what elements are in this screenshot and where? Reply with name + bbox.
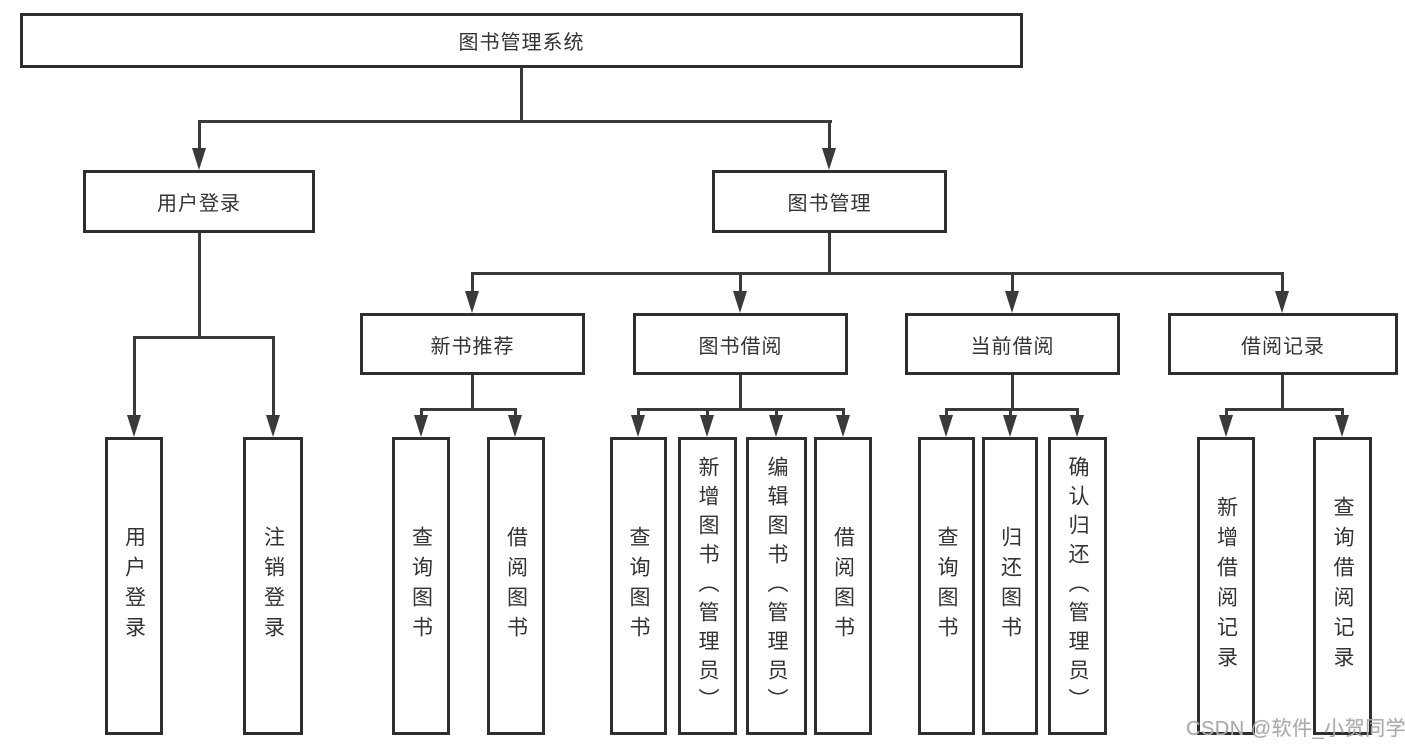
leaf-label: 新增借阅记录	[1214, 496, 1238, 676]
leaf-label: 查询图书	[627, 526, 650, 646]
connector-segment	[514, 408, 517, 418]
connector-segment	[706, 408, 709, 418]
node-label: 图书管理	[787, 193, 872, 215]
connector-segment	[198, 120, 832, 123]
leaf-logout: 注销登录	[243, 437, 303, 735]
leaf-label: 编辑图书（管理员）	[765, 455, 788, 717]
leaf-label: 归还图书	[998, 526, 1022, 646]
leaf-label: 借阅图书	[504, 526, 528, 646]
leaf-edit-books-admin: 编辑图书（管理员）	[746, 437, 807, 735]
arrow-down-icon	[769, 415, 783, 437]
node-book-management: 图书管理	[712, 170, 947, 233]
connector-segment	[1009, 408, 1012, 418]
leaf-user-login: 用户登录	[105, 437, 163, 735]
connector-segment	[1341, 408, 1344, 418]
connector-segment	[420, 408, 423, 418]
node-label: 图书借阅	[698, 335, 783, 358]
node-label: 用户登录	[157, 193, 241, 215]
arrow-down-icon	[1003, 415, 1017, 437]
connector-segment	[133, 336, 136, 418]
arrow-down-icon	[465, 291, 479, 313]
leaf-query-books-current: 查询图书	[918, 437, 975, 735]
connector-segment	[471, 375, 474, 411]
connector-segment	[471, 272, 474, 294]
arrow-down-icon	[836, 415, 850, 437]
connector-segment	[198, 120, 201, 152]
connector-segment	[272, 336, 275, 418]
leaf-borrow-books-borrowing: 借阅图书	[814, 437, 872, 735]
arrow-down-icon	[192, 148, 206, 170]
leaf-query-books-borrowing: 查询图书	[610, 437, 667, 735]
connector-segment	[520, 68, 523, 122]
leaf-label: 查询借阅记录	[1331, 496, 1354, 676]
leaf-confirm-return-admin: 确认归还（管理员）	[1048, 437, 1107, 735]
node-label: 图书管理系统	[458, 32, 585, 54]
connector-segment	[637, 408, 640, 418]
node-current-borrowing: 当前借阅	[905, 313, 1120, 375]
leaf-label: 查询图书	[409, 526, 433, 646]
arrow-down-icon	[1275, 291, 1289, 313]
leaf-label: 新增图书（管理员）	[696, 455, 719, 717]
arrow-down-icon	[733, 291, 747, 313]
arrow-down-icon	[414, 415, 428, 437]
arrow-down-icon	[700, 415, 714, 437]
node-borrowing-records: 借阅记录	[1168, 313, 1398, 375]
connector-segment	[775, 408, 778, 418]
connector-segment	[198, 233, 201, 339]
connector-segment	[1281, 375, 1284, 411]
leaf-label: 用户登录	[122, 526, 146, 646]
connector-segment	[1225, 408, 1343, 411]
connector-segment	[1011, 375, 1014, 411]
leaf-add-borrow-record: 新增借阅记录	[1197, 437, 1255, 735]
leaf-return-books: 归还图书	[982, 437, 1038, 735]
leaf-add-books-admin: 新增图书（管理员）	[678, 437, 737, 735]
connector-segment	[842, 408, 845, 418]
arrow-down-icon	[939, 415, 953, 437]
node-label: 借阅记录	[1241, 335, 1325, 358]
arrow-down-icon	[822, 148, 836, 170]
connector-segment	[1281, 272, 1284, 294]
connector-segment	[133, 336, 275, 339]
arrow-down-icon	[1005, 291, 1019, 313]
leaf-query-borrow-record: 查询借阅记录	[1313, 437, 1372, 735]
connector-segment	[1225, 408, 1228, 418]
connector-segment	[828, 233, 831, 275]
arrow-down-icon	[1219, 415, 1233, 437]
node-label: 当前借阅	[970, 335, 1055, 358]
arrow-down-icon	[266, 415, 280, 437]
node-label: 新书推荐	[430, 335, 515, 358]
connector-segment	[471, 272, 1284, 275]
connector-segment	[739, 272, 742, 294]
leaf-label: 确认归还（管理员）	[1066, 455, 1089, 717]
connector-segment	[1011, 272, 1014, 294]
leaf-label: 查询图书	[935, 526, 958, 646]
leaf-label: 注销登录	[261, 526, 285, 646]
csdn-watermark: CSDN @软件_小贺同学	[1186, 718, 1405, 740]
node-root-system: 图书管理系统	[20, 13, 1023, 68]
arrow-down-icon	[508, 415, 522, 437]
node-new-book-recommend: 新书推荐	[360, 313, 585, 375]
connector-segment	[1076, 408, 1079, 418]
node-book-borrowing: 图书借阅	[633, 313, 848, 375]
leaf-query-books-recommend: 查询图书	[392, 437, 450, 735]
connector-segment	[739, 375, 742, 411]
connector-segment	[945, 408, 948, 418]
connector-segment	[828, 120, 831, 152]
arrow-down-icon	[127, 415, 141, 437]
leaf-label: 借阅图书	[831, 526, 855, 646]
arrow-down-icon	[1070, 415, 1084, 437]
connector-segment	[420, 408, 517, 411]
node-user-login: 用户登录	[83, 170, 315, 233]
connector-segment	[637, 408, 845, 411]
arrow-down-icon	[631, 415, 645, 437]
arrow-down-icon	[1335, 415, 1349, 437]
leaf-borrow-books-recommend: 借阅图书	[487, 437, 545, 735]
